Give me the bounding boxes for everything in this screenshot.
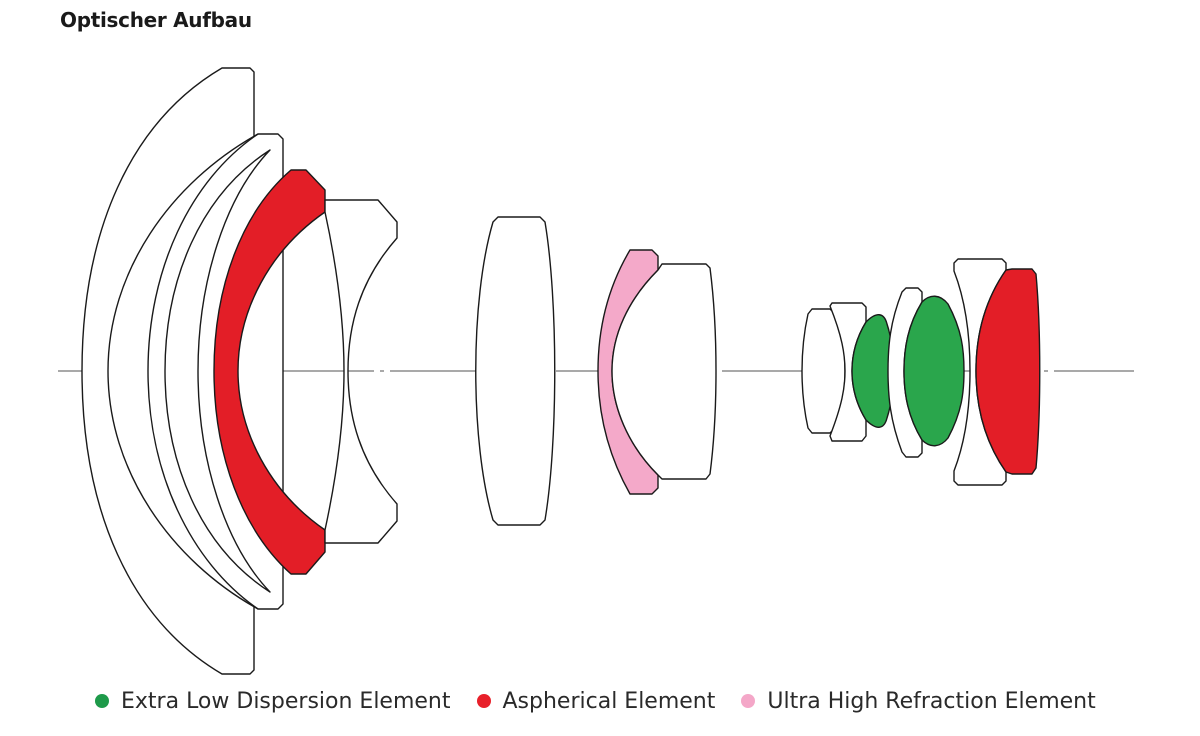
lens-element-11-ed[interactable] [851,314,895,428]
lens-element-2-inner-surface [147,133,259,610]
legend-label-aspherical: Aspherical Element [502,688,716,714]
legend-item-uhr: Ultra High Refraction Element [741,688,1096,714]
lens-element-6 [475,216,556,526]
diagram-title: Optischer Aufbau [60,8,252,32]
lens-element-5 [324,199,398,544]
lens-element-3 [164,149,271,593]
lens-element-13-ed[interactable] [903,295,965,447]
lens-element-4-aspherical[interactable] [213,169,326,575]
legend-label-ed: Extra Low Dispersion Element [121,688,451,714]
aspherical-dot-icon [476,694,491,708]
legend-item-ed: Extra Low Dispersion Element [95,689,451,714]
lens-construction-diagram [58,67,1134,675]
legend-item-aspherical: Aspherical Element [476,688,716,714]
uhr-dot-icon [741,694,756,708]
ed-dot-icon [95,694,109,708]
legend: Extra Low Dispersion Element Aspherical … [95,684,1096,718]
legend-label-uhr: Ultra High Refraction Element [767,688,1096,714]
lens-element-15-aspherical[interactable] [975,268,1041,475]
lens-element-8 [611,263,717,480]
